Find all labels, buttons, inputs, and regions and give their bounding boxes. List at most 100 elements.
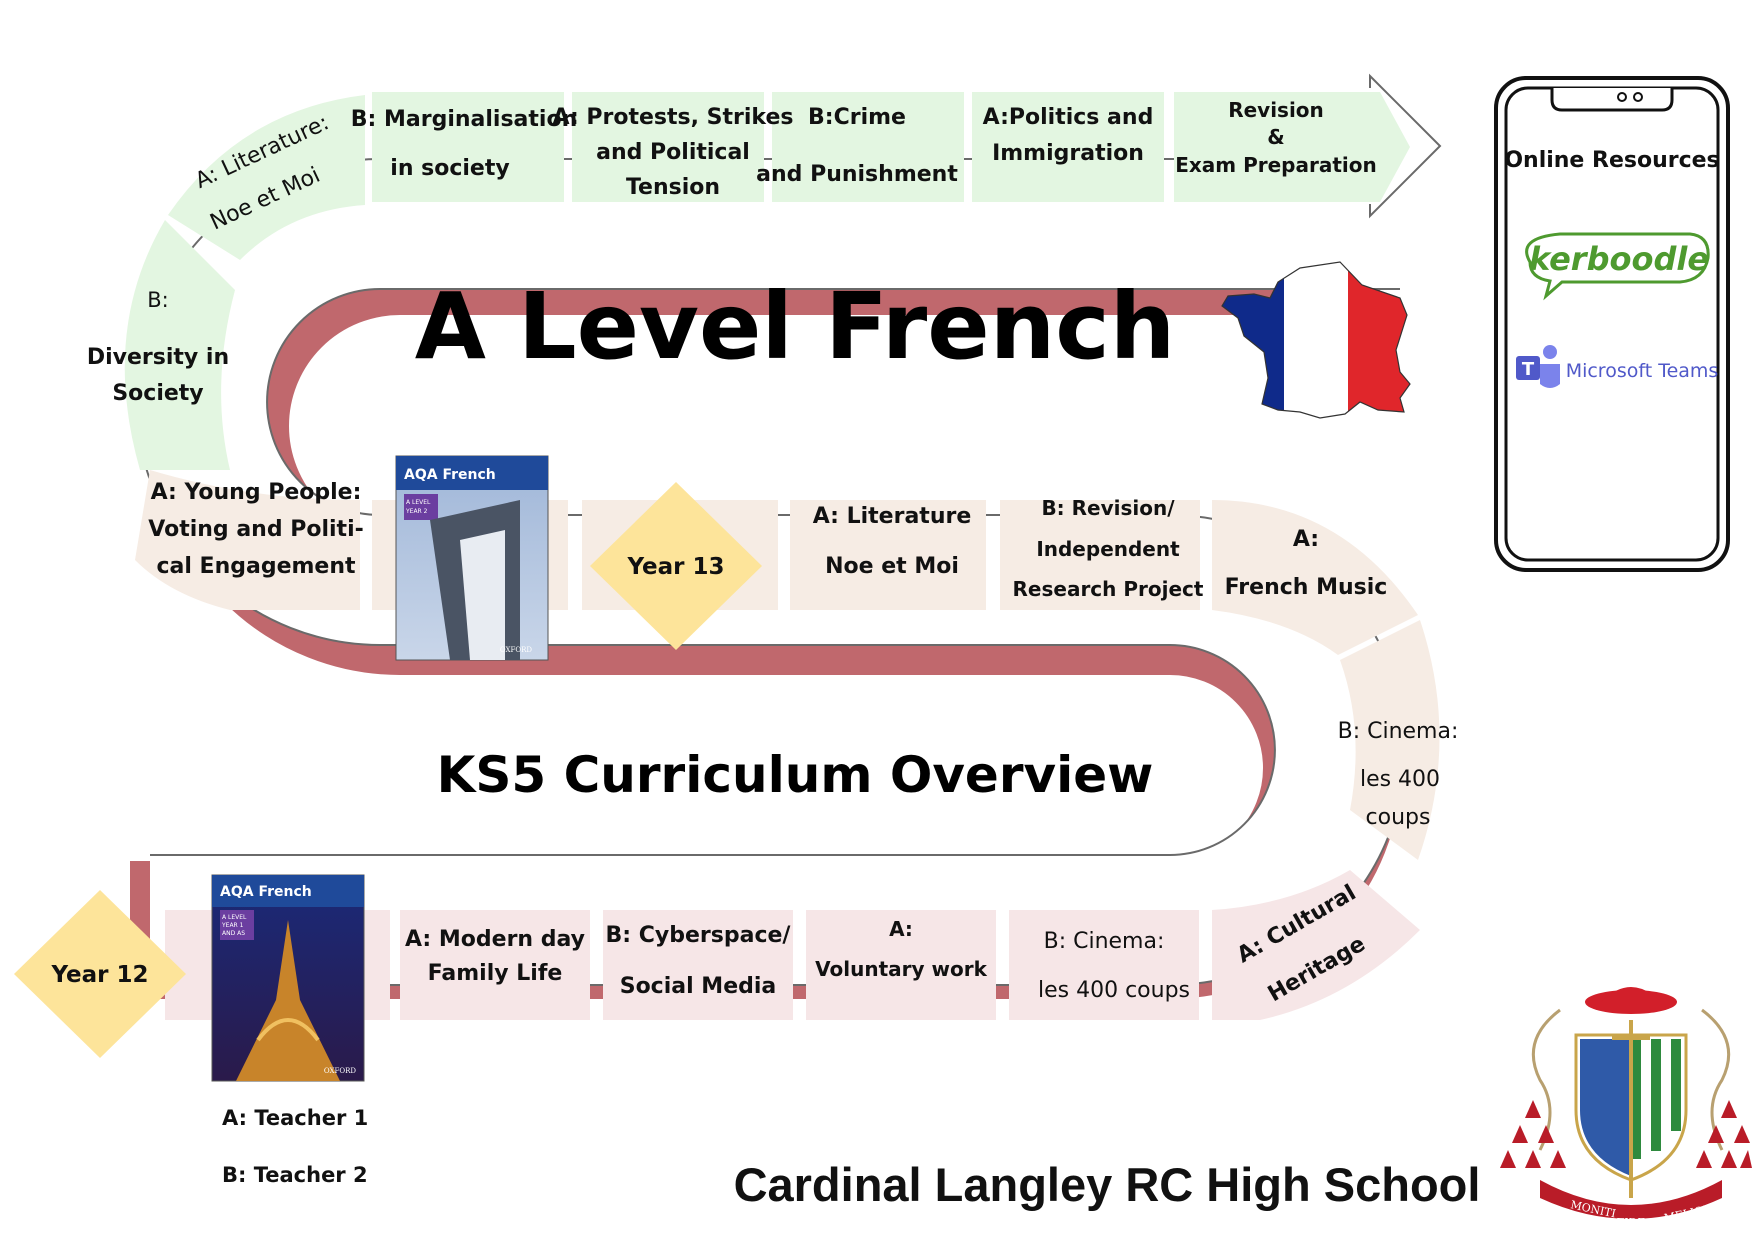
label-protests-2: and Political [596, 140, 750, 165]
label-cyber-2: Social Media [620, 974, 777, 999]
year13-label: Year 13 [626, 554, 724, 580]
label-voluntary-1: A: [889, 917, 913, 941]
crest-motto-ribbon [1540, 1180, 1722, 1219]
crest-stripe-1 [1631, 1039, 1641, 1159]
teacher-a: A: Teacher 1 [222, 1106, 368, 1130]
phone-title: Online Resources [1504, 148, 1719, 173]
book2-level: A LEVEL [406, 499, 431, 506]
crest-shield-blue [1580, 1039, 1631, 1176]
book2-banner [396, 456, 548, 490]
tile-literature-13[interactable] [790, 500, 986, 610]
label-protests-3: Tension [626, 175, 720, 200]
tile-protests[interactable] [572, 92, 764, 202]
france-outline [1221, 261, 1411, 419]
teams-label: Microsoft Teams [1566, 360, 1719, 382]
label-margin-1: B: Marginalisation [351, 107, 577, 132]
tile-cinema-12[interactable] [1009, 910, 1199, 1020]
label-margin-2: in society [390, 156, 509, 181]
top-row [372, 92, 1410, 202]
label-lit13-2: Noe et Moi [825, 554, 959, 579]
crest-motto-2: FIDE [1617, 1216, 1646, 1229]
label-diversity-1: B: [147, 288, 168, 312]
book1-year: YEAR 1 [221, 922, 244, 929]
crest-cord-right [1701, 1008, 1731, 1151]
tile-modern-day[interactable] [400, 910, 590, 1020]
label-diversity-3: Society [112, 381, 203, 406]
label-cinema-curve-2: les 400 [1360, 767, 1440, 792]
year12-label: Year 12 [50, 962, 148, 988]
tile-cultural-heritage[interactable] [1212, 870, 1420, 1020]
book1-and-as: AND AS [222, 930, 245, 937]
book1-eiffel-arch [256, 1018, 320, 1042]
page-subtitle: KS5 Curriculum Overview [437, 746, 1154, 804]
label-revision-ind-3: Research Project [1013, 577, 1204, 601]
phone-notch [1550, 88, 1674, 112]
phone-resources: Online Resources kerboodle T Microsoft T… [1494, 76, 1730, 572]
kerboodle-bubble-icon [1525, 232, 1710, 301]
label-modern-day-1: A: Modern day [405, 927, 585, 952]
label-revision-3: Exam Preparation [1175, 153, 1377, 177]
label-politics-1: A:Politics and [983, 105, 1154, 130]
book2-year: YEAR 2 [405, 508, 428, 515]
year13-diamond [590, 482, 762, 650]
flag-white-stripe [1284, 262, 1348, 418]
label-cinema-curve-3: coups [1366, 805, 1431, 830]
book2-brand: AQA French [404, 467, 496, 483]
teacher-b: B: Teacher 2 [222, 1163, 368, 1187]
book1-banner [212, 875, 364, 907]
kerboodle-logo-text: kerboodle [1529, 240, 1709, 278]
tile-cyberspace[interactable] [603, 910, 793, 1020]
label-cyber-1: B: Cyberspace/ [606, 923, 792, 948]
camera-icon [1617, 92, 1627, 102]
tile-marginalisation[interactable] [372, 92, 564, 202]
label-lit13-1: A: Literature [813, 504, 972, 529]
book2-publisher: OXFORD [500, 646, 532, 654]
label-revision-ind-1: B: Revision/ [1041, 496, 1175, 520]
label-diversity-2: Diversity in [87, 345, 229, 370]
tile-diversity[interactable] [124, 220, 235, 470]
label-young-2: Voting and Politi- [148, 517, 364, 542]
crest-hat-icon [1601, 987, 1661, 1002]
tile-revision[interactable] [1174, 92, 1410, 202]
tile-literature-curve[interactable] [168, 95, 365, 260]
teams-icon-letter: T [1522, 359, 1535, 380]
left-curve [124, 95, 365, 470]
tile-voluntary[interactable] [806, 910, 996, 1020]
kerboodle-link[interactable]: kerboodle [1525, 232, 1710, 301]
label-revision-2: & [1267, 125, 1284, 149]
label-young-1: A: Young People: [151, 480, 362, 505]
textbook-year1: AQA French A LEVEL YEAR 1 AND AS OXFORD [211, 874, 365, 1082]
book1-level-badge [220, 910, 254, 940]
year13-marker: Year 13 [590, 482, 762, 650]
crest-tassels-right [1696, 1100, 1752, 1168]
sensor-icon [1633, 92, 1643, 102]
label-cinema12-1: B: Cinema: [1044, 929, 1165, 954]
tile-french-music[interactable] [1212, 500, 1418, 655]
label-protests-1: A: Protests, Strikes [553, 105, 794, 130]
label-young-3: cal Engagement [156, 554, 356, 579]
book2-building-face [460, 530, 505, 660]
book1-level: A LEVEL [222, 914, 247, 921]
teams-link[interactable]: T Microsoft Teams [1516, 345, 1718, 388]
phone-outer [1494, 76, 1730, 572]
school-name: Cardinal Langley RC High School [734, 1158, 1481, 1211]
tile-crime[interactable] [772, 92, 964, 202]
crest-cord-left [1531, 1008, 1561, 1151]
label-revision-1: Revision [1228, 98, 1324, 122]
tile-revision-independent[interactable] [1000, 500, 1200, 610]
crest-stripe-3 [1671, 1039, 1681, 1131]
label-cinema12-2: les 400 coups [1038, 978, 1190, 1003]
school-crest: MONITI FIDE MELIORA [1500, 987, 1752, 1229]
tile-young-people[interactable] [135, 470, 360, 610]
crest-tassels-left [1500, 1100, 1566, 1168]
book2-level-badge [404, 494, 438, 520]
year12-diamond [14, 890, 186, 1058]
book1-eiffel-tower [236, 920, 340, 1081]
tile-politics[interactable] [972, 92, 1164, 202]
book1-brand: AQA French [220, 884, 312, 900]
teams-icon [1516, 356, 1540, 380]
label-music-1: A: [1293, 527, 1319, 552]
tile-cinema-curve[interactable] [1340, 620, 1440, 860]
label-crime-2: and Punishment [756, 162, 958, 187]
